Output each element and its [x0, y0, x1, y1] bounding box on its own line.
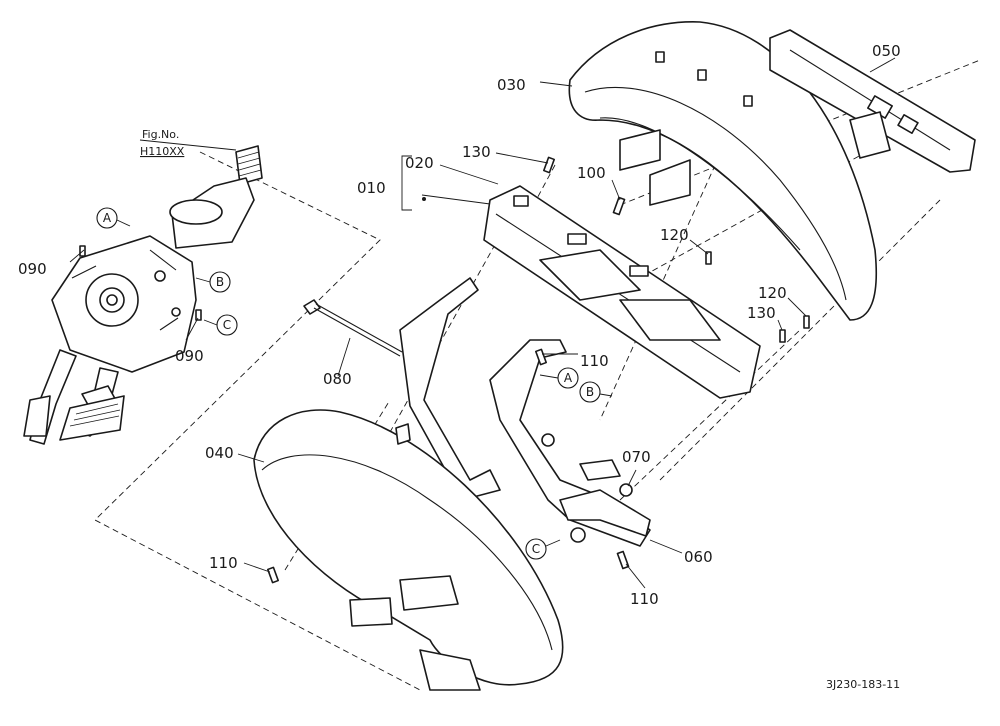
- part-020-meter-panel: [483, 185, 761, 399]
- marker-b-left: B: [195, 271, 231, 293]
- steering-column-assembly: [23, 145, 263, 445]
- screw-090-bottom: [195, 309, 202, 321]
- screw-130-top: [542, 156, 556, 174]
- screw-120-right: [803, 315, 810, 329]
- marker-b-center: B: [579, 381, 613, 403]
- svg-text:A: A: [564, 371, 573, 385]
- callout-060: 060: [684, 548, 713, 566]
- callout-130-top: 130: [462, 143, 491, 161]
- callout-110-bottom: 110: [630, 590, 659, 608]
- bullet-dot: [422, 197, 426, 201]
- callout-130-right: 130: [747, 304, 776, 322]
- screw-110-bottom: [616, 550, 630, 570]
- part-050-switch-panel: [769, 29, 976, 173]
- callout-100: 100: [577, 164, 606, 182]
- callout-070: 070: [622, 448, 651, 466]
- marker-a-left: A: [96, 207, 131, 229]
- figure-reference-number: H110XX: [140, 145, 185, 158]
- part-060-support-bracket: [399, 277, 651, 547]
- callout-120-right: 120: [758, 284, 787, 302]
- marker-c-center: C: [525, 538, 561, 560]
- callout-labels: 010 020 030 040 050 060 070 080 090 090 …: [18, 42, 901, 608]
- grommet-070: [619, 483, 633, 497]
- reference-markers: A B C A B C: [96, 207, 613, 560]
- screw-120-top: [705, 251, 712, 265]
- callout-080: 080: [323, 370, 352, 388]
- callout-110-left: 110: [209, 554, 238, 572]
- callout-120-top: 120: [660, 226, 689, 244]
- callout-050: 050: [872, 42, 901, 60]
- screw-110-center: [534, 348, 548, 366]
- marker-c-left: C: [203, 314, 238, 336]
- leader-lines: [69, 57, 896, 589]
- part-040-lower-cover: [253, 409, 564, 691]
- svg-text:B: B: [216, 275, 224, 289]
- svg-text:C: C: [223, 318, 231, 332]
- svg-text:A: A: [103, 211, 112, 225]
- screw-110-left: [266, 566, 280, 584]
- callout-030: 030: [497, 76, 526, 94]
- screw-130-right: [779, 329, 786, 343]
- callout-090-bottom: 090: [175, 347, 204, 365]
- marker-a-center: A: [539, 367, 579, 389]
- callout-110-center: 110: [580, 352, 609, 370]
- part-080-long-bolt: [303, 299, 403, 357]
- part-030-upper-cover: [568, 21, 878, 321]
- drawing-code: 3J230-183-11: [826, 678, 900, 691]
- svg-text:B: B: [586, 385, 594, 399]
- callout-020: 020: [405, 154, 434, 172]
- callout-010: 010: [357, 179, 386, 197]
- figure-reference[interactable]: Fig.No. H110XX: [140, 128, 185, 158]
- fasteners: [79, 156, 810, 584]
- screw-100: [612, 196, 626, 216]
- svg-text:C: C: [532, 542, 540, 556]
- figure-reference-label: Fig.No.: [142, 128, 179, 141]
- callout-040: 040: [205, 444, 234, 462]
- callout-090-top: 090: [18, 260, 47, 278]
